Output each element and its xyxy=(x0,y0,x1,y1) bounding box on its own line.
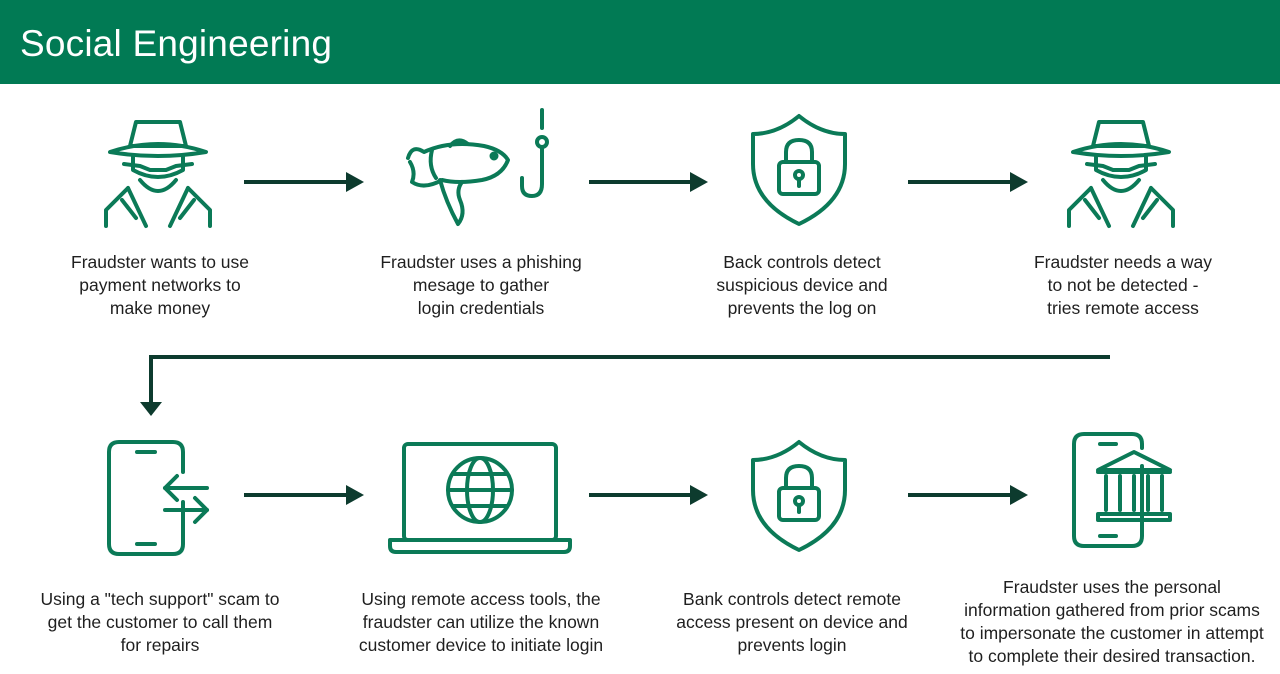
step-4-caption: Fraudster needs a way to not be detected… xyxy=(1033,252,1212,318)
arrowhead-wrap xyxy=(140,402,162,416)
phone-bank-icon xyxy=(1070,430,1176,550)
step-2-caption: Fraudster uses a phishing mesage to gath… xyxy=(380,252,582,318)
step-3-caption: Back controls detect suspicious device a… xyxy=(716,252,888,318)
step-8-caption: Fraudster uses the personal information … xyxy=(960,577,1264,666)
spy-icon xyxy=(100,112,216,228)
arrowhead-row2-2 xyxy=(690,485,708,505)
shield-lock-icon xyxy=(749,438,849,554)
step-7-caption: Bank controls detect remote access prese… xyxy=(676,589,908,655)
phone-transfer-icon xyxy=(105,438,213,558)
header-banner: Social Engineering xyxy=(0,0,1280,84)
step-5-caption: Using a "tech support" scam to get the c… xyxy=(40,589,280,655)
step-6-caption: Using remote access tools, the fraudster… xyxy=(358,589,604,655)
arrowhead-row2-1 xyxy=(346,485,364,505)
laptop-globe-icon xyxy=(388,440,572,556)
wrap-connector xyxy=(149,355,1110,404)
step-1-caption: Fraudster wants to use payment networks … xyxy=(71,252,249,318)
arrowhead-row1-3 xyxy=(1010,172,1028,192)
page-title: Social Engineering xyxy=(20,23,333,64)
arrowhead-row2-3 xyxy=(1010,485,1028,505)
spy-icon xyxy=(1063,112,1179,228)
arrowhead-row1-2 xyxy=(690,172,708,192)
shield-lock-icon xyxy=(749,112,849,228)
arrowhead-row1-1 xyxy=(346,172,364,192)
fish-hook-icon xyxy=(402,106,556,232)
